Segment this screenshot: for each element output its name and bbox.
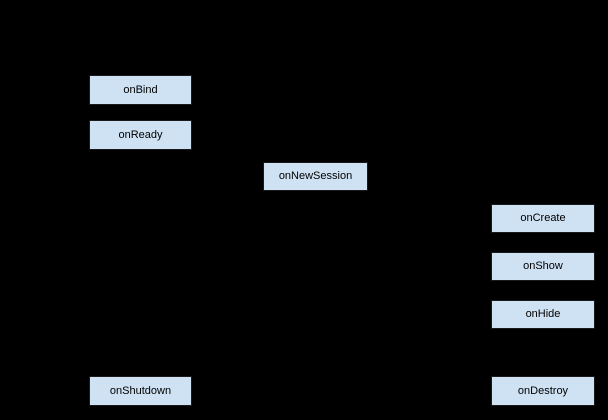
diagram-node-label: onNewSession	[278, 170, 353, 182]
diagram-node-onShutdown: onShutdown	[89, 376, 192, 406]
diagram-node-label: onReady	[118, 128, 163, 141]
diagram-node-onHide: onHide	[491, 300, 595, 329]
diagram-node-onShow: onShow	[491, 252, 595, 281]
diagram-node-label: onCreate	[520, 212, 566, 224]
diagram-node-onBind: onBind	[89, 75, 192, 105]
diagram-node-label: onDestroy	[517, 384, 569, 397]
diagram-node-label: onBind	[123, 83, 158, 96]
diagram-node-label: onShutdown	[109, 384, 172, 397]
diagram-node-label: onHide	[525, 308, 561, 320]
diagram-node-label: onShow	[523, 260, 563, 272]
diagram-node-onDestroy: onDestroy	[491, 376, 595, 406]
diagram-node-onNewSession: onNewSession	[263, 162, 368, 191]
diagram-node-onCreate: onCreate	[491, 204, 595, 233]
diagram-node-onReady: onReady	[89, 120, 192, 150]
